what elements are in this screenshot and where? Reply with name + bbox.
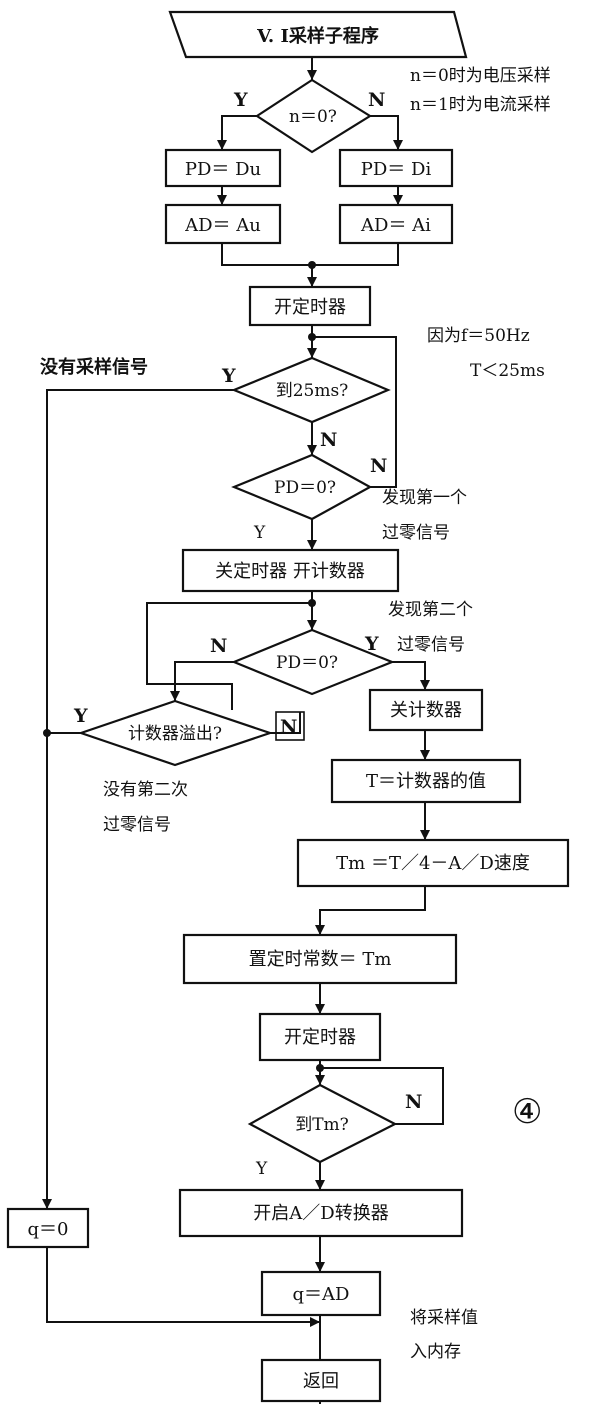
svg-text:置定时常数＝ Tm: 置定时常数＝ Tm — [249, 949, 392, 970]
label-n-overflow: N — [280, 716, 297, 738]
label-y-overflow: Y — [73, 705, 88, 727]
box-open-timer-1: 开定时器 — [248, 285, 372, 327]
decision-n: n＝0? — [254, 78, 373, 154]
note-f: 因为f＝50Hz — [427, 326, 530, 346]
svg-text:到Tm?: 到Tm? — [295, 1115, 349, 1135]
note-t: T＜25ms — [470, 361, 545, 381]
svg-text:q＝AD: q＝AD — [293, 1284, 350, 1305]
label-n-pd0-b: N — [210, 635, 227, 657]
box-close-timer-open-counter: 关定时器 开计数器 — [181, 548, 400, 593]
box-ad-i: AD＝ Ai — [338, 203, 454, 245]
box-start-ad: 开启A／D转换器 — [178, 1188, 464, 1238]
decision-pd0-a: PD＝0? — [231, 453, 373, 521]
decision-25ms: 到25ms? — [231, 356, 391, 424]
box-q-ad: q＝AD — [260, 1270, 382, 1317]
svg-text:AD＝ Ai: AD＝ Ai — [360, 215, 431, 236]
svg-text:q＝0: q＝0 — [28, 1219, 69, 1240]
box-open-timer-2: 开定时器 — [258, 1012, 382, 1062]
svg-text:开启A／D转换器: 开启A／D转换器 — [253, 1203, 388, 1224]
svg-text:返回: 返回 — [303, 1371, 339, 1392]
box-set-const: 置定时常数＝ Tm — [182, 933, 458, 985]
box-pd-i: PD＝ Di — [338, 148, 454, 188]
label-y-pd0-b: Y — [364, 633, 379, 655]
box-tm-calc: Tm ＝T／4－A／D速度 — [296, 838, 570, 888]
box-q0: q＝0 — [6, 1207, 90, 1249]
label-y-n: Y — [233, 89, 248, 111]
svg-text:开定时器: 开定时器 — [274, 297, 346, 318]
decision-overflow: 计数器溢出? — [77, 699, 274, 767]
figure-number: ④ — [512, 1092, 542, 1132]
svg-text:PD＝0?: PD＝0? — [276, 653, 338, 673]
svg-text:Tm ＝T／4－A／D速度: Tm ＝T／4－A／D速度 — [336, 853, 530, 874]
svg-text:T＝计数器的值: T＝计数器的值 — [366, 771, 486, 792]
svg-text:PD＝0?: PD＝0? — [274, 478, 336, 498]
second-zero-2: 过零信号 — [397, 635, 465, 655]
label-n-pd0-a: N — [370, 455, 387, 477]
first-zero-1: 发现第一个 — [382, 488, 467, 508]
label-n-n: N — [368, 89, 385, 111]
svg-text:到25ms?: 到25ms? — [276, 381, 349, 401]
svg-text:PD＝ Du: PD＝ Du — [185, 159, 261, 180]
flow-arrows — [42, 70, 430, 1401]
box-close-counter: 关计数器 — [368, 688, 484, 732]
note-n1: n＝1时为电流采样 — [410, 95, 551, 115]
label-n-25ms: N — [320, 429, 337, 451]
label-y-tm: Y — [255, 1159, 268, 1179]
box-return: 返回 — [260, 1358, 382, 1403]
decision-pd0-b: PD＝0? — [231, 628, 395, 696]
svg-text:计数器溢出?: 计数器溢出? — [128, 724, 222, 744]
decision-n-label: n＝0? — [289, 107, 337, 127]
box-pd-u: PD＝ Du — [164, 148, 282, 188]
no-second-2: 过零信号 — [103, 815, 171, 835]
label-y-25ms: Y — [221, 365, 236, 387]
no-sample-signal: 没有采样信号 — [40, 356, 148, 378]
label-y-pd0-a: Y — [253, 523, 266, 543]
label-n-tm: N — [405, 1091, 422, 1113]
svg-text:开定时器: 开定时器 — [284, 1027, 356, 1048]
svg-text:AD＝ Au: AD＝ Au — [184, 215, 261, 236]
start-label: V. I采样子程序 — [256, 25, 379, 47]
note-n0: n＝0时为电压采样 — [410, 66, 551, 86]
first-zero-2: 过零信号 — [382, 523, 450, 543]
start-node: V. I采样子程序 — [168, 10, 468, 59]
svg-text:关定时器 开计数器: 关定时器 开计数器 — [215, 561, 365, 582]
no-second-1: 没有第二次 — [103, 780, 188, 800]
box-t-value: T＝计数器的值 — [330, 758, 522, 804]
store-1: 将采样值 — [410, 1308, 478, 1328]
svg-text:关计数器: 关计数器 — [390, 700, 462, 721]
decision-tm: 到Tm? — [247, 1083, 398, 1164]
svg-text:PD＝ Di: PD＝ Di — [361, 159, 432, 180]
store-2: 入内存 — [410, 1342, 461, 1362]
box-ad-u: AD＝ Au — [164, 203, 282, 245]
second-zero-1: 发现第二个 — [388, 600, 473, 620]
